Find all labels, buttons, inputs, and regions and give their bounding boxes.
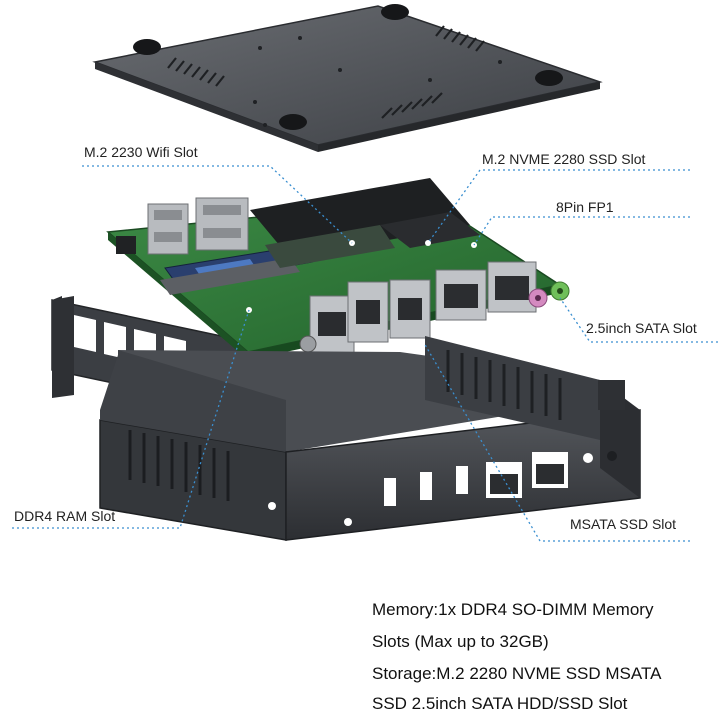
callout-ram-slot: DDR4 RAM Slot xyxy=(14,508,116,524)
callout-msata-slot: MSATA SSD Slot xyxy=(570,516,677,532)
bottom-lid-plate xyxy=(92,4,603,152)
callout-wifi-slot: M.2 2230 Wifi Slot xyxy=(84,144,198,160)
case-body xyxy=(52,296,641,541)
spec-memory-line2: Slots (Max up to 32GB) xyxy=(372,632,549,651)
spec-storage-line1: Storage:M.2 2280 NVME SSD MSATA xyxy=(372,664,662,683)
usb-ports xyxy=(147,197,249,255)
display-ports xyxy=(309,279,431,355)
callout-sata-slot: 2.5inch SATA Slot xyxy=(586,320,697,336)
callout-fp1: 8Pin FP1 xyxy=(556,199,614,215)
ethernet-ports xyxy=(435,261,537,321)
spec-memory-line1: Memory:1x DDR4 SO-DIMM Memory xyxy=(372,600,654,619)
callout-nvme-slot: M.2 NVME 2280 SSD Slot xyxy=(482,151,646,167)
spec-storage-line2: SSD 2.5inch SATA HDD/SSD Slot xyxy=(372,694,628,713)
callout-lines xyxy=(12,165,718,542)
motherboard xyxy=(106,178,570,360)
